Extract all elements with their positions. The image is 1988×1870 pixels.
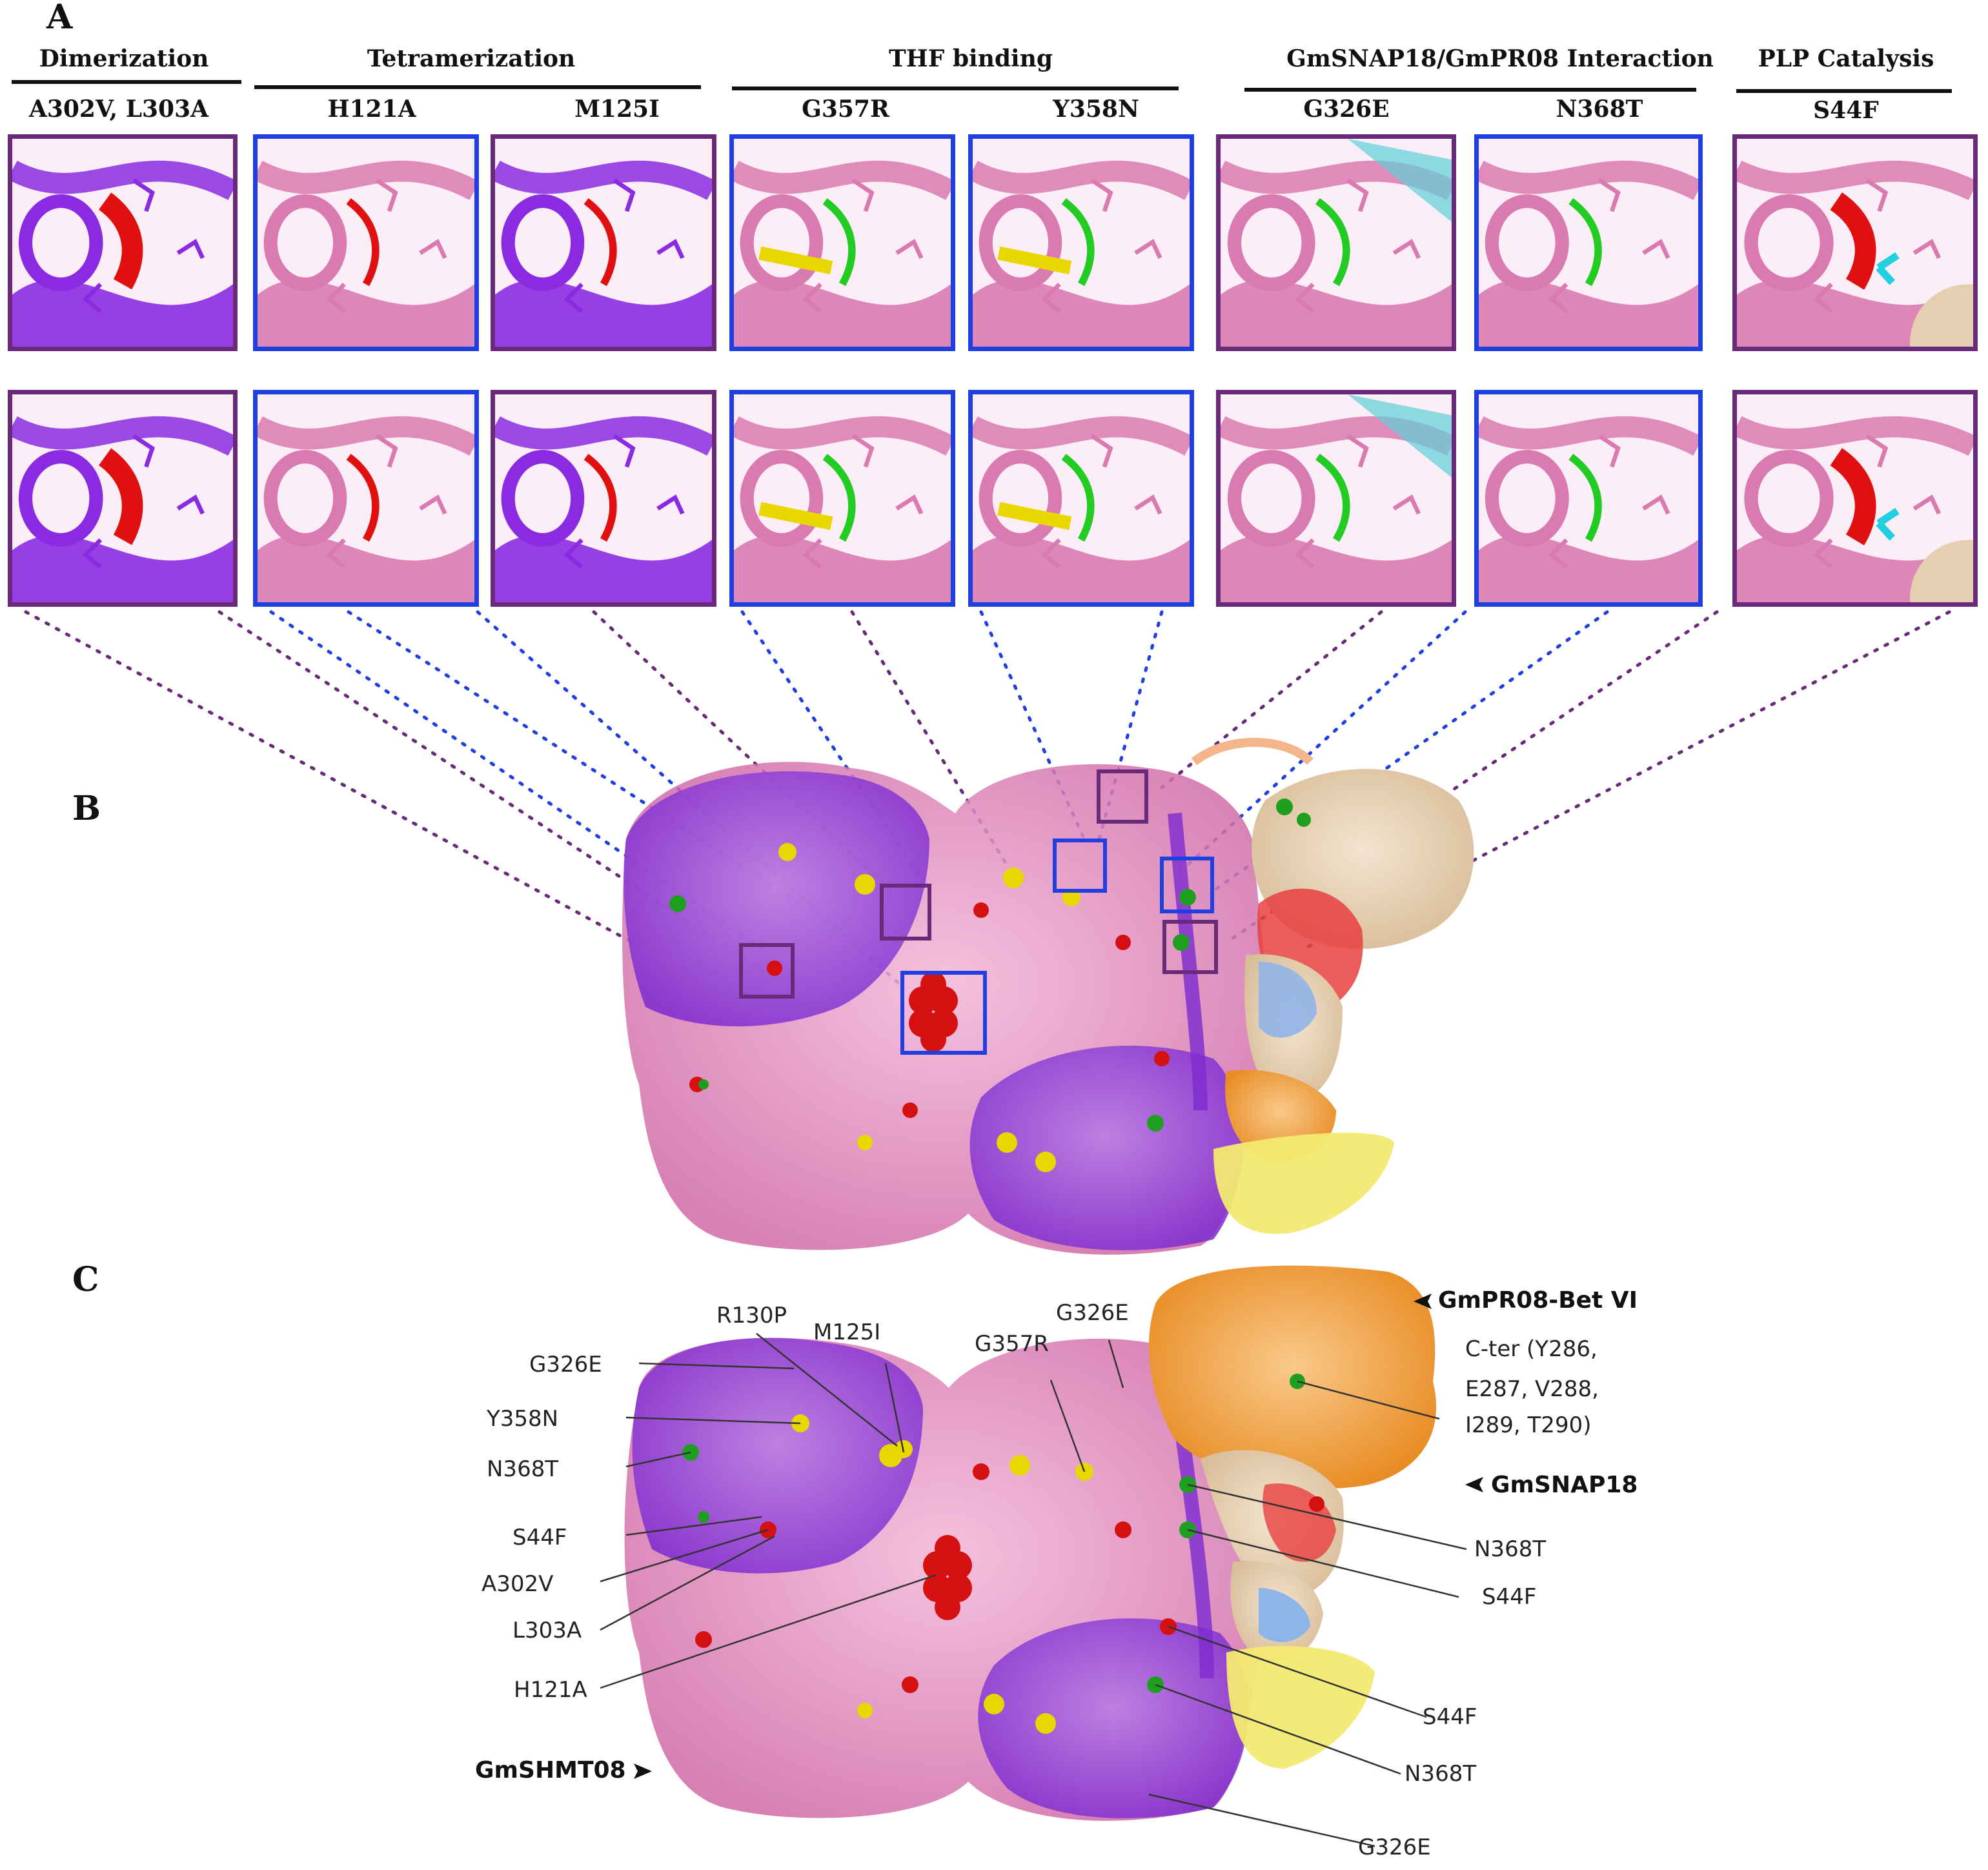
group-underline-interaction	[1244, 88, 1696, 92]
group-title-interaction: GmSNAP18/GmPR08 Interaction	[1286, 45, 1714, 72]
label-s44f-right-2: S44F	[1423, 1704, 1477, 1730]
zoom-box-1-3	[491, 134, 716, 351]
group-title-tetramerization: Tetramerization	[367, 45, 576, 72]
group-underline-dimerization	[12, 80, 241, 84]
zoom-box-1-4	[729, 134, 955, 351]
panel-a-letter: A	[46, 0, 73, 37]
mutant-label-h121a: H121A	[327, 96, 416, 123]
protein-label-gmsnap18: GmSNAP18	[1491, 1472, 1638, 1498]
panel-c-letter: C	[72, 1260, 99, 1299]
zoom-box-1-2	[253, 134, 479, 351]
label-s44f-right-1: S44F	[1482, 1584, 1537, 1610]
label-g326e-top: G326E	[1056, 1300, 1129, 1326]
mutant-label-y358n: Y358N	[1053, 96, 1139, 123]
panel-b-letter: B	[72, 789, 101, 828]
label-r130p: R130P	[716, 1303, 787, 1328]
label-g357r: G357R	[975, 1331, 1049, 1357]
zoom-box-2-5	[968, 390, 1194, 607]
group-title-dimerization: Dimerization	[39, 45, 209, 72]
group-underline-thf-binding	[732, 86, 1179, 90]
zoom-box-2-4	[729, 390, 955, 607]
label-h121a: H121A	[514, 1677, 587, 1703]
zoom-box-2-3	[491, 390, 716, 607]
label-n368t-right-2: N368T	[1405, 1761, 1477, 1787]
zoom-box-2-1	[8, 390, 238, 607]
zoom-box-2-8	[1732, 390, 1978, 607]
mutant-label-g357r: G357R	[802, 96, 889, 123]
mutant-label-n368t: N368T	[1556, 96, 1643, 123]
zoom-box-1-1	[8, 134, 238, 351]
label-g326e-left: G326E	[529, 1352, 602, 1377]
zoom-box-2-7	[1474, 390, 1703, 607]
zoom-box-1-8	[1732, 134, 1978, 351]
mutant-label-s44f: S44F	[1813, 97, 1879, 124]
label-cter-3: I289, T290)	[1465, 1412, 1592, 1438]
panel-b-structure	[622, 738, 1474, 1255]
connector-lines	[24, 610, 1951, 990]
label-cter-1: C-ter (Y286,	[1465, 1336, 1598, 1362]
panel-c-leader-lines	[600, 1333, 1467, 1847]
label-a302v: A302V	[482, 1571, 554, 1597]
zoom-box-2-2	[253, 390, 479, 607]
zoom-box-2-6	[1216, 390, 1456, 607]
label-y358n: Y358N	[487, 1406, 559, 1432]
group-underline-tetramerization	[254, 85, 701, 89]
group-title-plp-catalysis: PLP Catalysis	[1758, 45, 1934, 72]
protein-label-gmshmt08: GmSHMT08	[475, 1757, 626, 1784]
label-cter-2: E287, V288,	[1465, 1376, 1599, 1402]
protein-label-gmpr08: GmPR08-Bet VI	[1438, 1287, 1638, 1314]
label-l303a: L303A	[512, 1618, 582, 1643]
label-g326e-bottom: G326E	[1358, 1834, 1431, 1860]
zoom-box-1-6	[1216, 134, 1456, 351]
label-n368t-right-1: N368T	[1474, 1536, 1547, 1562]
label-m125i: M125I	[813, 1319, 881, 1345]
label-s44f-left: S44F	[512, 1525, 567, 1550]
group-underline-plp-catalysis	[1736, 89, 1952, 93]
label-n368t-left: N368T	[487, 1456, 559, 1482]
mutant-label-g326e: G326E	[1303, 96, 1390, 123]
mutant-label-a302v-l303a: A302V, L303A	[28, 96, 209, 123]
zoom-box-1-7	[1474, 134, 1703, 351]
group-title-thf-binding: THF binding	[888, 45, 1053, 72]
mutant-label-m125i: M125I	[574, 96, 660, 123]
zoom-box-1-5	[968, 134, 1194, 351]
panel-c-arrowheads	[634, 1294, 1483, 1779]
